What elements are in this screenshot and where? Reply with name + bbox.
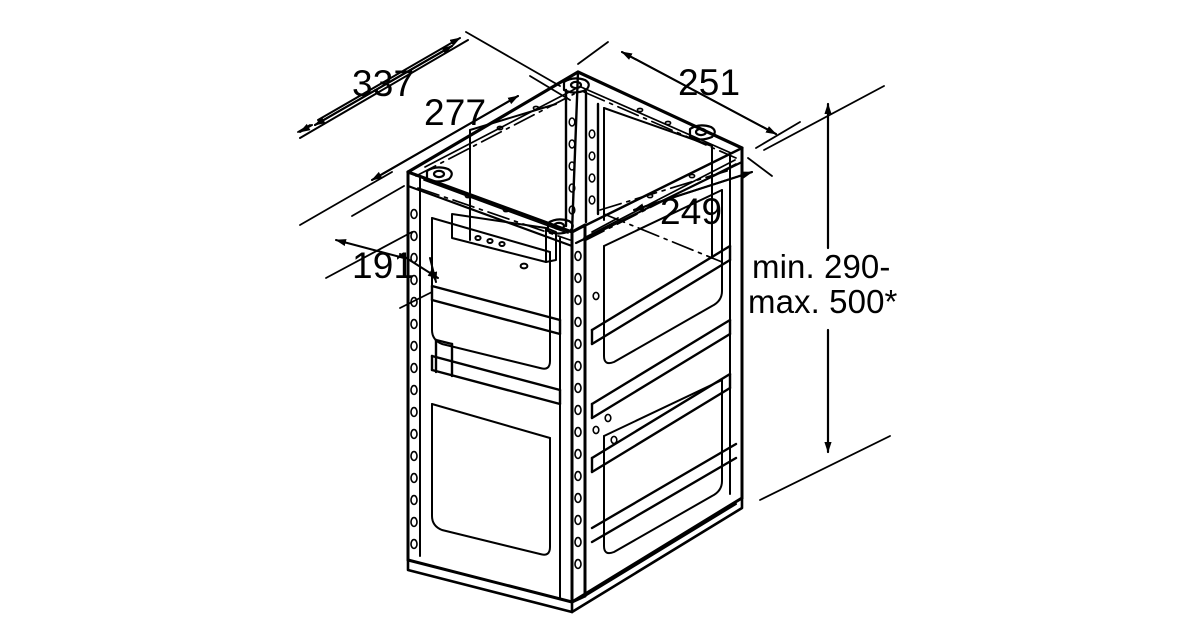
left-panel-upper-cutout (431, 217, 551, 370)
front-post-hole-column (574, 250, 582, 570)
dim-251-arrowline (621, 51, 777, 135)
back-center-post (564, 88, 600, 228)
rear-inner-panel-left (469, 103, 557, 241)
cabinet-bottom-edge (406, 496, 744, 614)
left-panel-bracket (451, 213, 557, 270)
left-panel-inner-edges (419, 177, 561, 599)
rear-inner-panel-right (603, 107, 713, 259)
right-bay-shelf-mid (590, 318, 732, 420)
dim-251-ext (577, 41, 801, 149)
dim-337-ext (299, 31, 561, 226)
dimension-label-251: 251 (678, 62, 741, 103)
left-panel-lower-cutout (431, 403, 551, 556)
dim-337-arrowline (314, 45, 453, 126)
back-post-hole-column (568, 117, 596, 215)
right-bay-shelf-lower (590, 372, 732, 474)
dim-191-arrowline (335, 239, 439, 283)
height-callout-max: max. 500* (748, 283, 898, 320)
left-post-hole-column (410, 208, 418, 550)
dimension-label-337: 337 (352, 63, 415, 104)
right-bay-shelf-upper (590, 244, 732, 346)
left-bay-shelf-upper (430, 284, 562, 336)
top-rail-inner-lines (423, 86, 736, 239)
left-bay-shelf-lower (430, 338, 562, 406)
dim-277-arrowline (371, 95, 519, 181)
dim-277-ext (351, 75, 571, 217)
dim-337 (297, 37, 469, 139)
dim-249-arrowline (633, 171, 753, 211)
right-panel-cutout-upper (603, 189, 723, 365)
dimension-label-277: 277 (424, 92, 487, 133)
right-side-holes (592, 291, 618, 445)
dimension-label-191: 191 (352, 245, 415, 286)
height-callout-min: min. 290- (752, 248, 891, 285)
right-bay-bottom-rail (590, 442, 738, 544)
dimension-label-249: 249 (660, 191, 723, 232)
dim-height-ext (759, 85, 891, 501)
dim-191-ext (325, 231, 433, 309)
top-rail-centerlines (415, 91, 737, 263)
dim-249-ext (591, 157, 773, 233)
right-panel-cutout-lower (603, 379, 723, 555)
